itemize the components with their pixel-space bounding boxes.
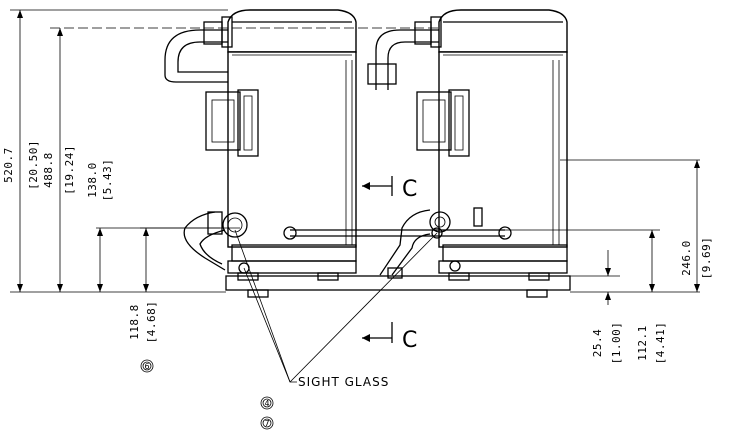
callout-7-number: 7: [264, 419, 269, 428]
callout-4: 4: [260, 396, 274, 410]
dim-left-port-in: [5.43]: [101, 159, 114, 202]
dimension-lines: [17, 10, 700, 305]
section-label-upper: C: [402, 177, 417, 202]
dim-left-port-mm: 138.0: [86, 162, 99, 198]
dim-total-height-mm: 520.7: [2, 147, 15, 183]
dim-top-suction-in: [19.24]: [63, 145, 76, 195]
callout-7: 7: [260, 416, 274, 430]
dim-base-rail-mm: 25.4: [591, 329, 604, 358]
sight-glass-label: SIGHT GLASS: [298, 375, 389, 389]
dim-right-port-in: [9.69]: [700, 237, 713, 280]
equalization-tube: [283, 226, 512, 240]
dim-base-rail-in: [1.00]: [610, 322, 623, 365]
dim-right-port-mm: 246.0: [680, 240, 693, 276]
section-marker-upper: C: [362, 176, 417, 202]
dim-total-height-in: [20.50]: [27, 140, 40, 190]
dimension-labels: 520.7 [20.50] 488.8 [19.24] 138.0 [5.43]…: [2, 140, 713, 364]
right-compressor: [367, 9, 568, 281]
dim-left-sight-glass-mm: 118.8: [128, 304, 141, 340]
callout-4-number: 4: [264, 399, 269, 408]
extension-lines: [10, 9, 700, 293]
section-marker-lower: C: [362, 322, 417, 353]
callout-6: 6: [140, 359, 154, 373]
dim-left-sight-glass-in: [4.68]: [145, 301, 158, 344]
sight-glass-callout: SIGHT GLASS: [234, 229, 438, 389]
left-compressor: [164, 9, 357, 281]
callout-6-number: 6: [144, 362, 149, 371]
dim-right-sight-glass-in: [4.41]: [654, 322, 667, 365]
dim-top-suction-mm: 488.8: [42, 152, 55, 188]
base-rails: [225, 267, 571, 298]
dim-right-sight-glass-mm: 112.1: [636, 325, 649, 361]
section-label-lower: C: [402, 328, 417, 353]
